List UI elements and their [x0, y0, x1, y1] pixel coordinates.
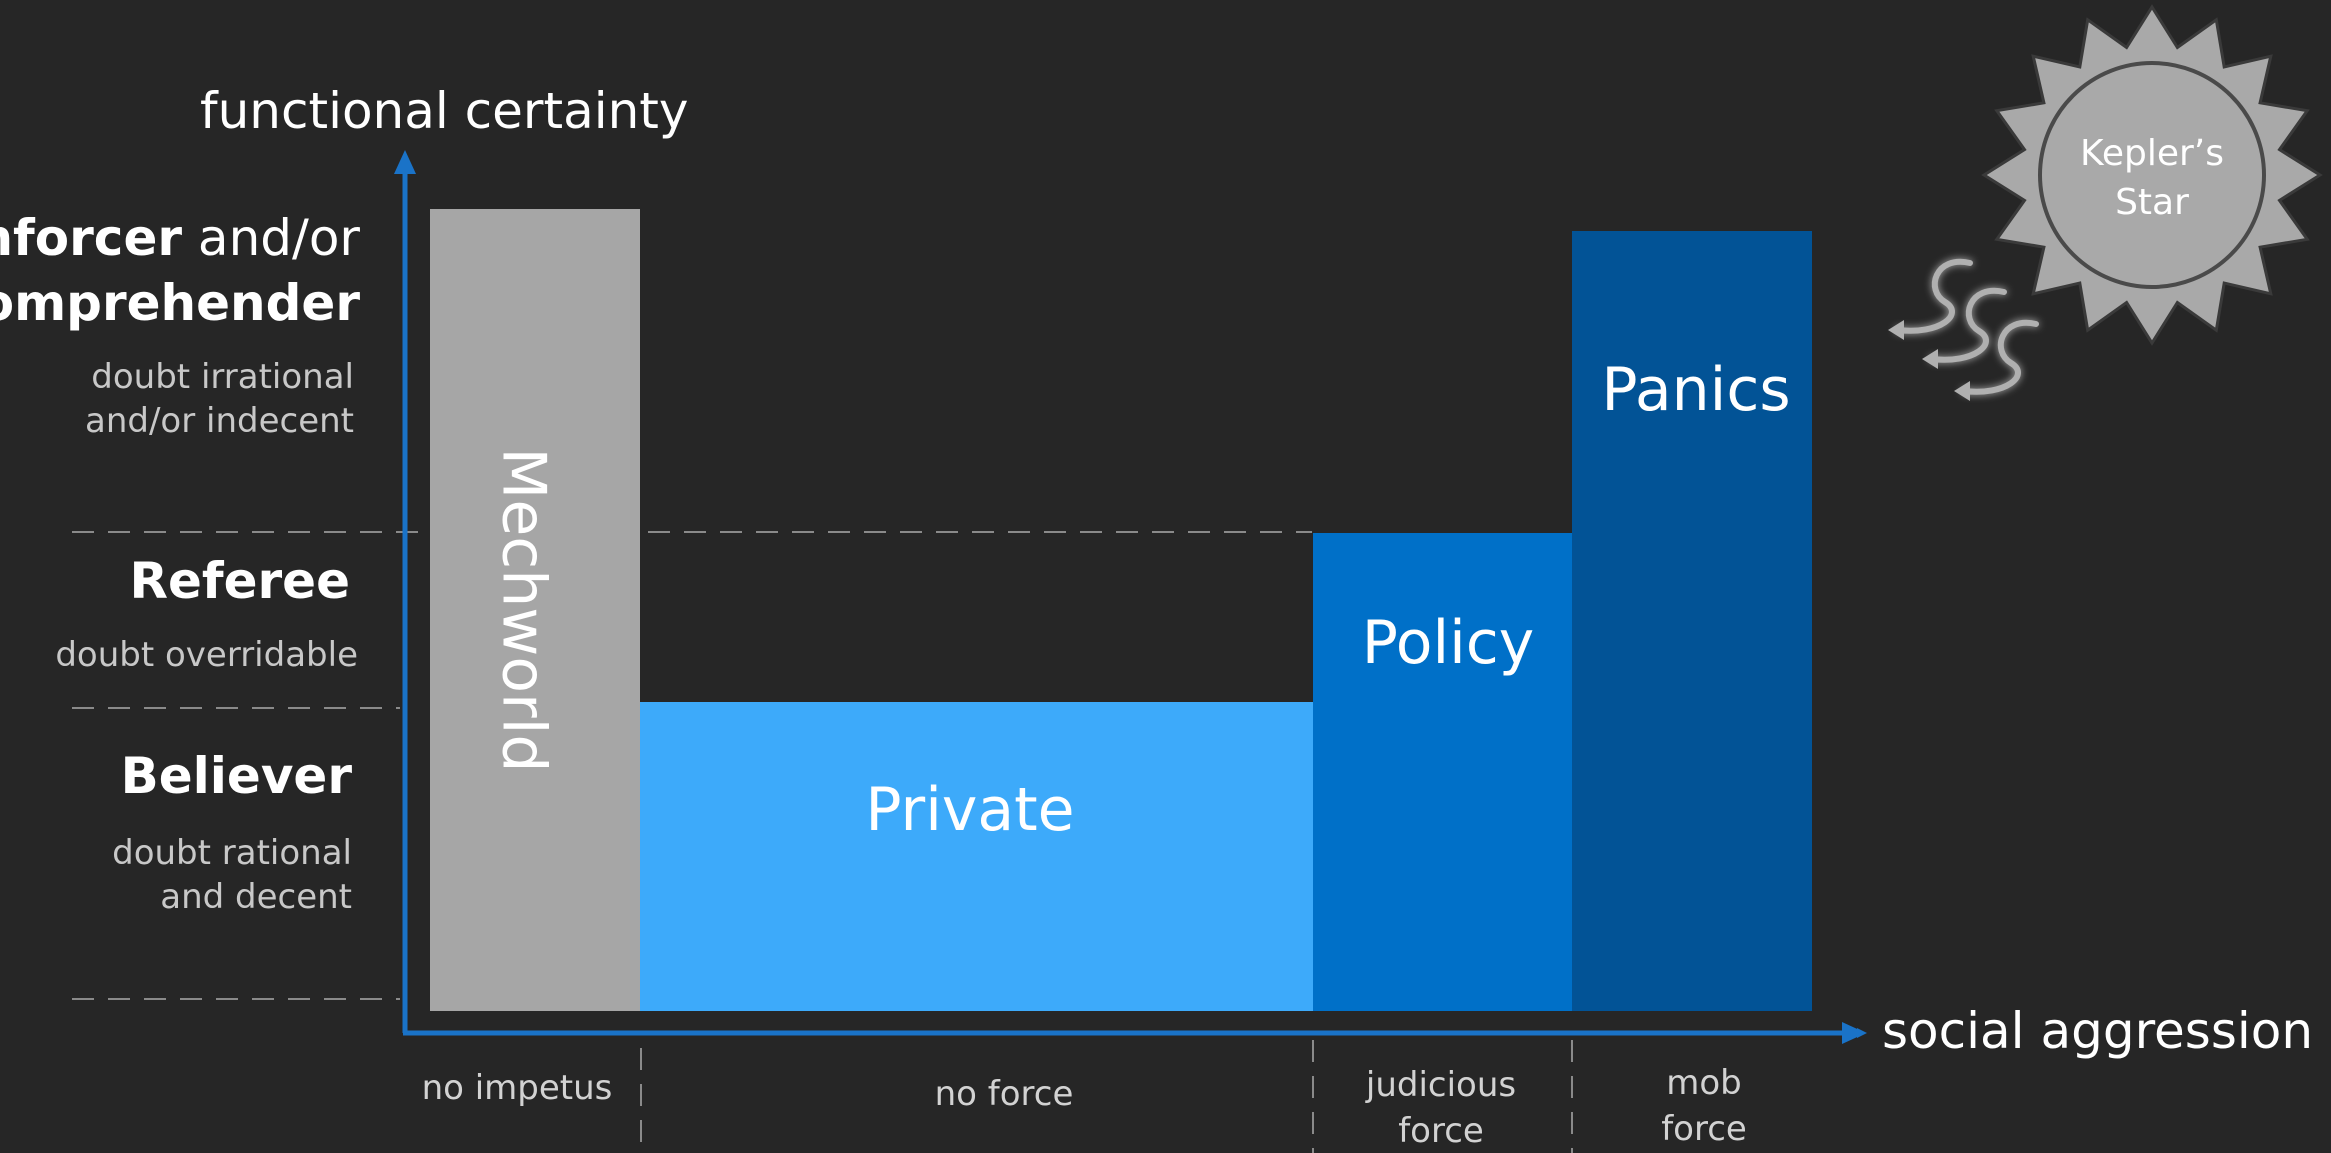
level-sub-believer-2: and decent	[160, 877, 352, 917]
y-axis-arrow	[394, 150, 416, 174]
star-core	[2038, 61, 2266, 289]
bar-label-policy: Policy	[1362, 608, 1535, 678]
column-label-judicious: judicious	[1365, 1065, 1516, 1105]
column-label-no-force: no force	[935, 1074, 1074, 1114]
x-axis-label: social aggression	[1882, 1002, 2313, 1060]
bar-label-panics: Panics	[1601, 355, 1790, 425]
level-sub-enforcer-1: doubt irrational	[91, 357, 354, 397]
level-sub-believer-1: doubt rational	[112, 833, 352, 873]
radiation-wave-icon-3	[1961, 319, 2039, 395]
level-title-comprehender: Comprehender	[0, 274, 360, 332]
radiation-arrow-icon-2	[1922, 349, 1938, 369]
radiation-wave-icon-1	[1895, 258, 1973, 334]
column-label-mob: mob	[1666, 1063, 1742, 1103]
kepler-star-icon: Kepler’s Star	[1981, 4, 2323, 346]
column-label-judicious-force: force	[1398, 1111, 1484, 1151]
radiation-arrow-icon-3	[1954, 381, 1970, 401]
level-title-enforcer-bold: Enforcer	[0, 209, 182, 267]
bar-policy	[1313, 533, 1572, 1011]
level-title-referee: Referee	[129, 552, 350, 610]
bar-private	[640, 702, 1313, 1011]
y-axis-label: functional certainty	[200, 82, 689, 140]
x-axis-arrow	[1842, 1022, 1866, 1044]
level-title-enforcer-rest: and/or	[182, 209, 360, 267]
star-label-line1: Kepler’s	[2080, 133, 2224, 174]
level-title-enforcer: Enforcer and/or	[0, 209, 360, 267]
level-title-believer: Believer	[121, 747, 353, 805]
bar-panics	[1572, 231, 1812, 1011]
column-label-no-impetus: no impetus	[422, 1068, 613, 1108]
bar-mechworld	[430, 209, 640, 1011]
level-sub-enforcer-2: and/or indecent	[85, 401, 354, 441]
column-label-mob-force: force	[1661, 1109, 1747, 1149]
star-label-line2: Star	[2115, 182, 2189, 223]
bar-label-mechworld: Mechworld	[488, 448, 558, 773]
radiation-wave-icon-2	[1929, 287, 2007, 363]
bar-label-private: Private	[865, 775, 1074, 845]
radiation-arrow-icon-1	[1888, 320, 1904, 340]
level-sub-referee-1: doubt overridable	[55, 635, 358, 675]
